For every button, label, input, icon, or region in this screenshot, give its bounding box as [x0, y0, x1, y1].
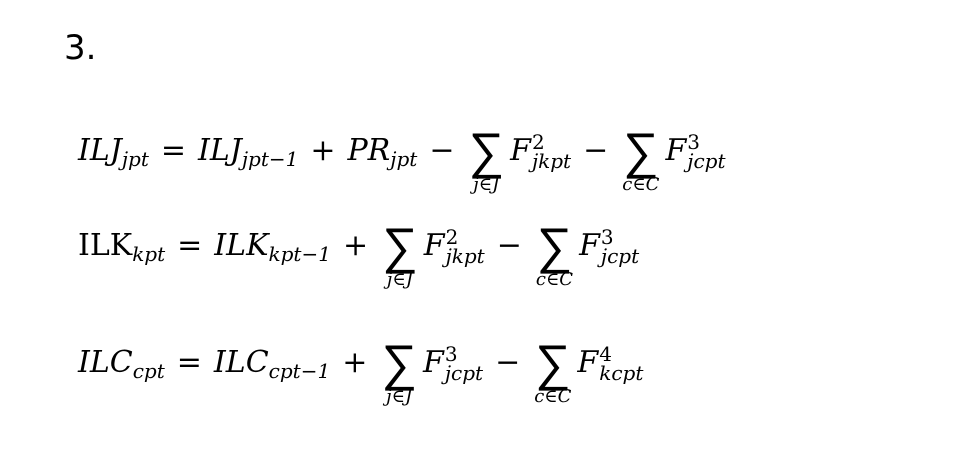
eq1-minus-2: − — [583, 132, 609, 168]
eq1-flow-1-sup: 2 — [531, 130, 545, 154]
eq1-plus: + — [310, 132, 336, 168]
eq2-sum-2-limit: c∈C — [535, 269, 574, 290]
eq3-flow-1-var: F — [422, 344, 444, 380]
eq1-pr-name: PR — [347, 132, 391, 168]
eq1-prev-sub: jpt−1 — [241, 147, 299, 171]
eq1-sum-1: ∑ j∈J — [468, 122, 505, 196]
eq3-equals: = — [176, 344, 202, 380]
eq3-flow-2-sub: kcpt — [599, 361, 644, 385]
eq2-lhs-sub: kpt — [132, 242, 166, 266]
eq1-equals: = — [160, 132, 186, 168]
sigma-icon: ∑ — [534, 334, 571, 392]
eq2-plus: + — [342, 227, 369, 263]
eq2-prev-name: ILK — [214, 227, 269, 263]
eq1-flow-2-sup: 3 — [687, 130, 700, 154]
eq3-prev-sub: cpt−1 — [268, 359, 331, 383]
eq1-pr-sub: jpt — [390, 147, 418, 171]
eq1-flow-2-var: F — [665, 132, 687, 168]
eq2-equals: = — [177, 227, 203, 263]
eq2-flow-2-sup: 3 — [600, 225, 614, 249]
eq3-flow-2-var: F — [577, 344, 599, 380]
eq3-sum-1-limit: j∈J — [386, 386, 413, 407]
sigma-icon: ∑ — [536, 217, 573, 275]
eq3-flow-2-sup: 4 — [599, 342, 612, 366]
eq1-flow-2-sub: jcpt — [687, 149, 726, 173]
eq3-lhs-name: ILC — [78, 344, 133, 380]
sigma-icon: ∑ — [381, 334, 417, 392]
sigma-icon: ∑ — [623, 122, 659, 180]
eq1-minus-1: − — [429, 132, 455, 168]
eq2-flow-1-sub: jkpt — [445, 244, 485, 268]
eq2-flow-1-sup: 2 — [445, 225, 459, 249]
eq2-flow-2-sub: jcpt — [600, 244, 640, 268]
eq1-prev-name: ILJ — [198, 132, 242, 168]
eq3-plus: + — [342, 344, 368, 380]
eq3-lhs-sub: cpt — [132, 359, 165, 383]
eq3-sum-2-limit: c∈C — [534, 386, 572, 407]
eq3-flow-1-sup: 3 — [444, 342, 458, 366]
eq3-minus: − — [495, 344, 521, 380]
eq2-lhs-name: ILK — [78, 227, 133, 263]
problem-number: 3. — [64, 28, 97, 68]
eq2-flow-1-var: F — [423, 227, 445, 263]
eq1-sum-2: ∑ c∈C — [622, 122, 660, 196]
eq2-prev-sub: kpt−1 — [268, 242, 331, 266]
eq2-sum-1: ∑ j∈J — [382, 217, 418, 291]
sigma-icon: ∑ — [382, 217, 418, 275]
eq3-sum-1: ∑ j∈J — [381, 334, 417, 408]
eq1-sum-2-limit: c∈C — [622, 174, 660, 195]
eq1-lhs-sub: jpt — [121, 147, 149, 171]
eq3-flow-1-sub: jcpt — [444, 361, 484, 385]
eq1-flow-1-var: F — [510, 132, 531, 168]
eq2-sum-2: ∑ c∈C — [535, 217, 574, 291]
eq3-sum-2: ∑ c∈C — [534, 334, 572, 408]
eq1-sum-1-limit: j∈J — [473, 174, 500, 195]
eq2-sum-1-limit: j∈J — [386, 269, 413, 290]
eq2-minus: − — [496, 227, 522, 263]
eq2-flow-2-var: F — [579, 227, 600, 263]
eq1-lhs-name: ILJ — [78, 132, 122, 168]
sigma-icon: ∑ — [468, 122, 505, 180]
eq3-prev-name: ILC — [213, 344, 269, 380]
eq1-flow-1-sub: jkpt — [531, 149, 572, 173]
